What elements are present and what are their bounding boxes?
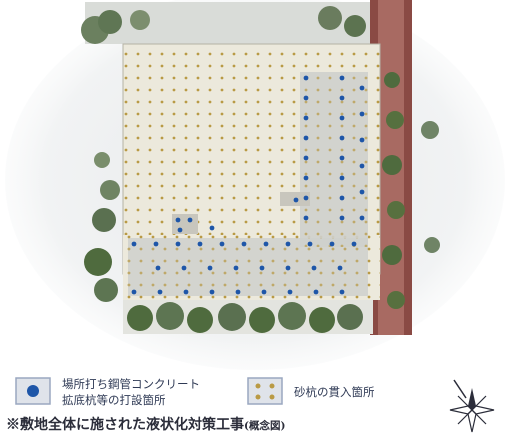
pile-dot: [209, 289, 215, 295]
pile-dot: [329, 241, 335, 247]
pile-dot: [197, 241, 203, 247]
pile-dot: [303, 155, 309, 161]
pile-dot: [303, 95, 309, 101]
pile-dot: [307, 241, 313, 247]
pile-dot: [233, 265, 239, 271]
pile-dot: [175, 217, 181, 223]
pile-dot: [359, 137, 365, 143]
pile-dot: [339, 195, 345, 201]
pile-dot: [339, 75, 345, 81]
pile-dot: [359, 215, 365, 221]
pile-dot: [209, 225, 215, 231]
pile-dot: [181, 265, 187, 271]
pile-dot: [339, 135, 345, 141]
compass-rose-icon: [449, 379, 495, 433]
pile-dot: [359, 163, 365, 169]
pile-dot: [287, 289, 293, 295]
pile-dot: [235, 289, 241, 295]
caption-main: ※敷地全体に施された液状化対策工事: [6, 417, 244, 433]
pile-dot: [187, 217, 193, 223]
legend-sand-swatch: [247, 377, 283, 405]
pile-dot: [157, 289, 163, 295]
legend-pile-swatch: [15, 377, 51, 405]
caption-note: (概念図): [244, 420, 286, 432]
pile-dot: [285, 265, 291, 271]
pile-dot: [175, 241, 181, 247]
pile-dots: [131, 75, 365, 295]
pile-dot: [303, 175, 309, 181]
top-trees: [81, 2, 375, 44]
pile-dot: [351, 241, 357, 247]
pile-dot: [241, 241, 247, 247]
pile-dot: [293, 197, 299, 203]
pile-dot: [359, 111, 365, 117]
pile-dot: [339, 289, 345, 295]
building-footprint: [128, 72, 368, 296]
bottom-trees: [123, 300, 373, 334]
pile-dot: [359, 85, 365, 91]
pile-dot: [339, 175, 345, 181]
pile-dot: [303, 115, 309, 121]
pile-dot: [207, 265, 213, 271]
pile-dot: [303, 135, 309, 141]
pile-dot: [339, 215, 345, 221]
legend-sand-label: 砂杭の貫入箇所: [294, 385, 375, 399]
pile-dot: [131, 241, 137, 247]
pile-dot: [311, 265, 317, 271]
pile-dot: [339, 155, 345, 161]
pile-dot: [303, 75, 309, 81]
pile-dot: [155, 265, 161, 271]
pile-dot: [219, 241, 225, 247]
pile-dot: [303, 215, 309, 221]
pile-dot: [183, 289, 189, 295]
left-trees: [84, 152, 120, 302]
pile-dot: [131, 289, 137, 295]
pile-dot: [313, 289, 319, 295]
pile-dot: [263, 241, 269, 247]
pile-dot: [339, 95, 345, 101]
legend-pile-label-line1: 場所打ち鋼管コンクリート: [62, 377, 200, 391]
pile-dot: [339, 115, 345, 121]
pile-dot: [261, 289, 267, 295]
pile-dot: [337, 265, 343, 271]
pile-dot: [285, 241, 291, 247]
pile-dot: [359, 189, 365, 195]
legend-pile-label: 場所打ち鋼管コンクリート 拡底杭等の打設箇所: [62, 376, 200, 408]
right-trees: [382, 72, 440, 309]
pile-dot: [177, 227, 183, 233]
caption: ※敷地全体に施された液状化対策工事(概念図): [6, 414, 285, 434]
pile-dot: [303, 195, 309, 201]
pile-dot: [153, 241, 159, 247]
legend-pile-label-line2: 拡底杭等の打設箇所: [62, 393, 166, 407]
pile-dot: [259, 265, 265, 271]
